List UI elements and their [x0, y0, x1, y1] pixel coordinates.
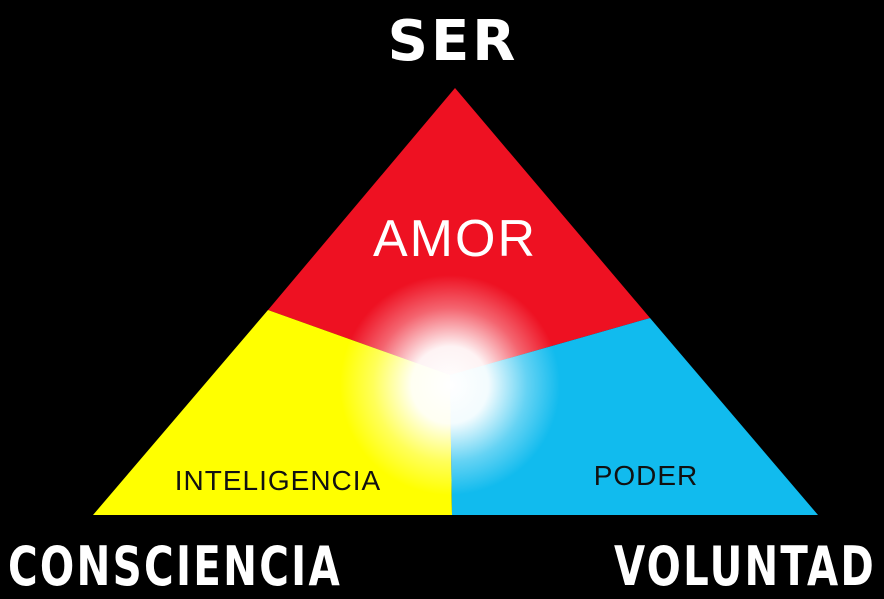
ser-label: SER [388, 9, 519, 74]
poder-label: PODER [594, 460, 699, 491]
consciencia-label: CONSCIENCIA [8, 535, 342, 598]
amor-label: AMOR [373, 210, 537, 268]
voluntad-label: VOLUNTAD [614, 535, 876, 598]
inteligencia-label: INTELIGENCIA [175, 465, 381, 496]
center-glow [335, 270, 565, 500]
section-amor [268, 88, 650, 375]
